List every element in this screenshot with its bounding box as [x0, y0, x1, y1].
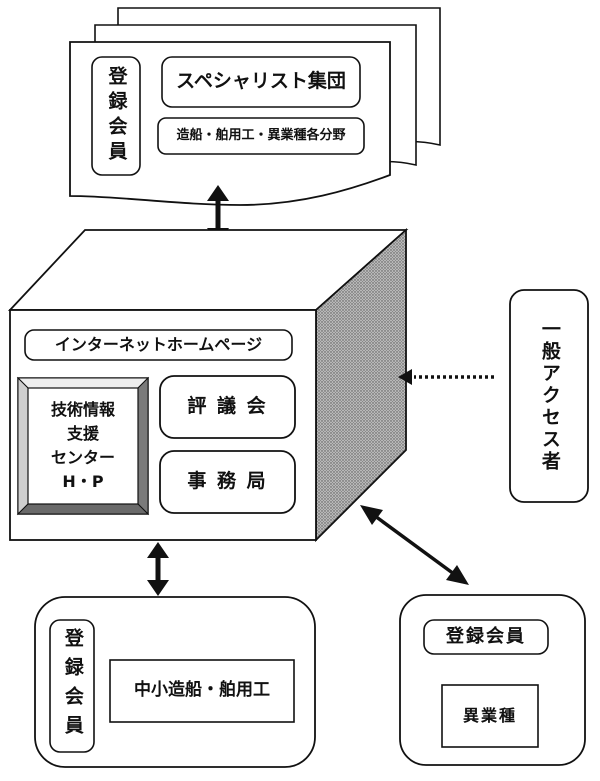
bottom-left-group — [34, 596, 316, 768]
specialist-fields: 造船・舶用工・異業種各分野 — [158, 118, 364, 154]
specialist-group-title: スペシャリスト集団 — [162, 57, 360, 107]
document-stack — [69, 7, 441, 206]
support-center-button[interactable]: 技術情報 支援 センター H・P — [28, 388, 138, 504]
bottom-right-member-title-text: 登録会員 — [446, 625, 526, 647]
secretariat-box-text: 事 務 局 — [187, 470, 268, 493]
small-shipbuilding-label: 中小造船・舶用工 — [110, 660, 294, 722]
bottom-left-member-label: 登録会員 — [50, 620, 94, 752]
small-shipbuilding-label-text: 中小造船・舶用工 — [134, 680, 270, 701]
other-industries-label: 異業種 — [442, 685, 538, 747]
council-box[interactable]: 評 議 会 — [160, 376, 295, 438]
arrow-cube-to-bottom-right — [360, 505, 469, 585]
secretariat-box[interactable]: 事 務 局 — [160, 451, 295, 513]
general-access-label-text: 一般アクセス者 — [538, 319, 561, 473]
general-access-group — [398, 289, 589, 503]
bottom-right-member-title: 登録会員 — [424, 620, 548, 654]
homepage-label: インターネットホームページ — [25, 330, 292, 360]
support-center-button-text: 技術情報 支援 センター H・P — [50, 400, 115, 491]
specialist-fields-text: 造船・舶用工・異業種各分野 — [176, 127, 346, 143]
council-box-text: 評 議 会 — [187, 395, 268, 418]
arrow-cube-to-bottom-left — [147, 542, 169, 596]
top-member-label: 登録会員 — [92, 57, 140, 175]
specialist-group-title-text: スペシャリスト集団 — [176, 70, 346, 93]
bottom-left-member-label-text: 登録会員 — [61, 628, 84, 744]
general-access-label: 一般アクセス者 — [510, 290, 588, 502]
top-member-label-text: 登録会員 — [105, 66, 128, 166]
other-industries-label-text: 異業種 — [462, 706, 517, 725]
homepage-cube — [7, 227, 409, 543]
bottom-right-group — [399, 594, 586, 766]
homepage-label-text: インターネットホームページ — [54, 335, 263, 354]
